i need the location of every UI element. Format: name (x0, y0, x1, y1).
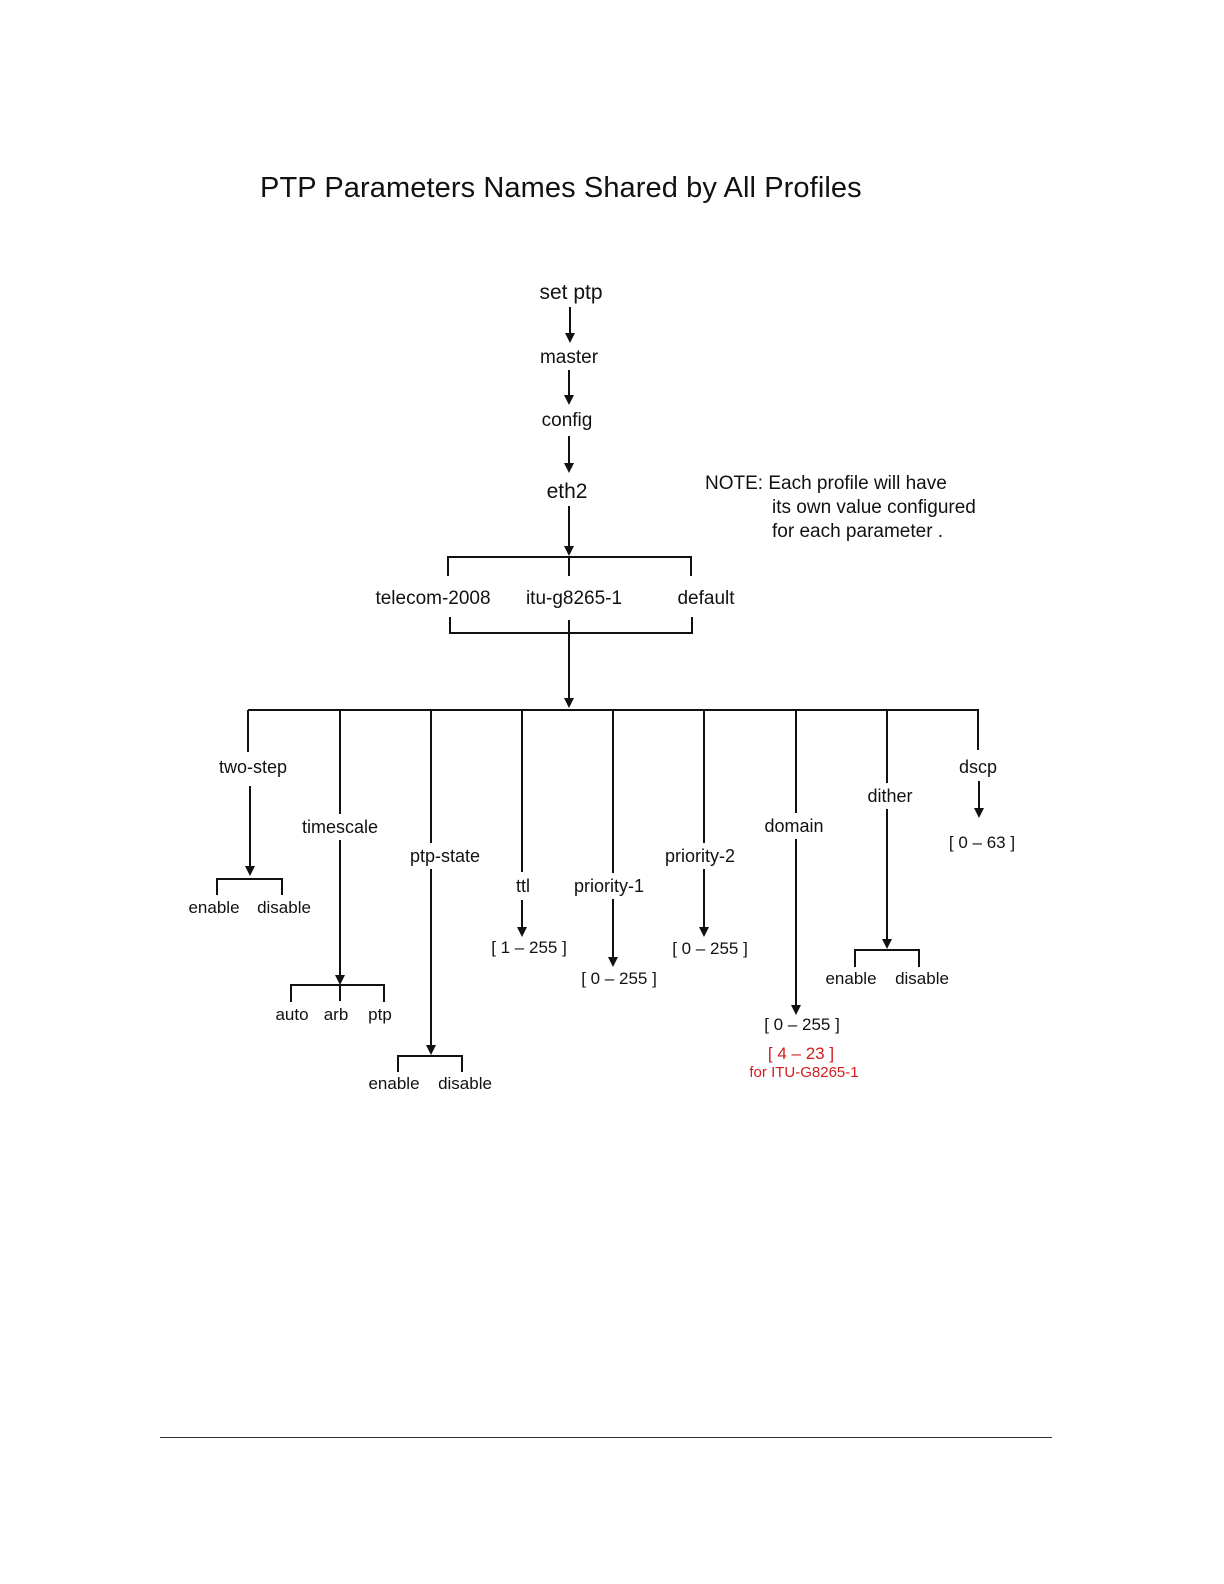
arrowhead (699, 927, 709, 937)
range-ttl: [ 1 – 255 ] (491, 938, 567, 957)
value-two-step-disable: disable (257, 898, 311, 917)
param-dither: dither (867, 786, 912, 806)
profile-bracket-bottom (449, 617, 693, 634)
page-title: PTP Parameters Names Shared by All Profi… (260, 172, 862, 204)
label-mask (656, 843, 744, 869)
arrowhead (564, 546, 574, 556)
note-line-2: its own value configured (772, 497, 976, 518)
arrowhead (565, 333, 575, 343)
bracket-timescale-values (290, 984, 385, 1002)
value-timescale-ptp: ptp (368, 1005, 392, 1024)
note-line-1: NOTE: Each profile will have (705, 473, 947, 494)
arrowhead (882, 939, 892, 949)
param-priority-2: priority-2 (665, 846, 735, 866)
label-mask (758, 813, 834, 839)
range-priority-2: [ 0 – 255 ] (672, 939, 748, 958)
param-timescale: timescale (302, 817, 378, 837)
arrowhead (974, 808, 984, 818)
param-priority-1: priority-1 (574, 876, 644, 896)
value-two-step-enable: enable (188, 898, 239, 917)
node-eth2: eth2 (547, 480, 588, 503)
bracket-two-step-values (216, 878, 283, 895)
arrowhead (564, 463, 574, 473)
range-domain-itu-note: for ITU-G8265-1 (749, 1064, 858, 1081)
value-ptp-state-disable: disable (438, 1074, 492, 1093)
range-dscp: [ 0 – 63 ] (949, 833, 1015, 852)
value-timescale-arb: arb (324, 1005, 349, 1024)
label-mask (403, 843, 487, 869)
range-domain: [ 0 – 255 ] (764, 1015, 840, 1034)
node-config: config (542, 410, 593, 431)
arrowhead (245, 866, 255, 876)
arrowhead (564, 698, 574, 708)
value-ptp-state-enable: enable (368, 1074, 419, 1093)
value-dither-disable: disable (895, 969, 949, 988)
node-master: master (540, 347, 599, 368)
param-ttl: ttl (516, 876, 530, 896)
range-priority-1: [ 0 – 255 ] (581, 969, 657, 988)
arrowhead (564, 395, 574, 405)
param-ptp-state: ptp-state (410, 846, 480, 866)
arrowhead (608, 957, 618, 967)
value-dither-enable: enable (825, 969, 876, 988)
profile-telecom-2008: telecom-2008 (375, 588, 490, 609)
bracket-ptp-state-values (397, 1055, 463, 1072)
range-domain-itu: [ 4 – 23 ] (768, 1044, 834, 1063)
value-timescale-auto: auto (275, 1005, 308, 1024)
param-dscp: dscp (959, 757, 997, 777)
bracket-dither-values (854, 949, 920, 967)
arrowhead (791, 1005, 801, 1015)
note-line-3: for each parameter . (772, 521, 943, 542)
param-two-step: two-step (219, 757, 287, 777)
label-mask (566, 873, 654, 899)
label-mask (296, 814, 384, 840)
label-mask (860, 783, 920, 809)
arrowhead (335, 975, 345, 985)
arrowhead (517, 927, 527, 937)
profile-itu-g8265-1: itu-g8265-1 (526, 588, 622, 609)
param-domain: domain (764, 816, 823, 836)
footer-divider (160, 1437, 1052, 1438)
profile-default: default (677, 588, 735, 609)
node-set-ptp: set ptp (539, 281, 602, 304)
arrowhead (426, 1045, 436, 1055)
